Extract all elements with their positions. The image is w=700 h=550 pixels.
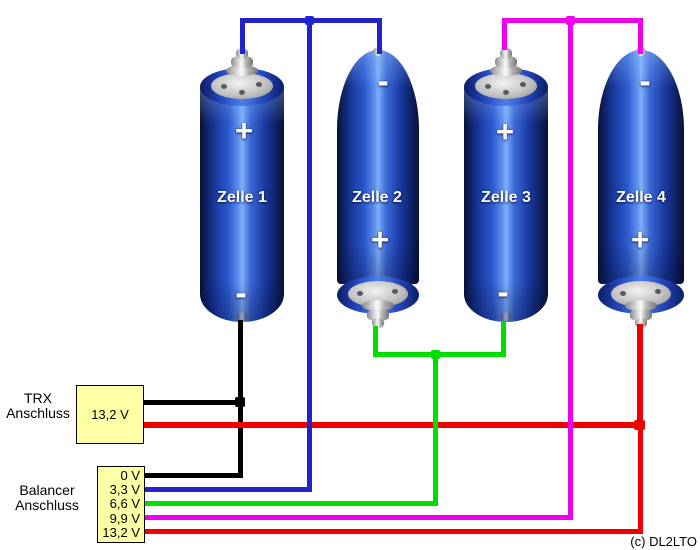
balancer-label-line1: Balancer xyxy=(19,482,75,498)
balancer-label-line2: Anschluss xyxy=(15,497,79,513)
balancer-label: Balancer Anschluss xyxy=(4,483,90,513)
positive-terminal xyxy=(500,48,512,59)
cell3-sign-top: + xyxy=(495,114,515,149)
negative-terminal xyxy=(501,312,511,321)
battery-cell-1 xyxy=(200,46,284,322)
wire-green-balancer-vertical xyxy=(433,352,438,506)
wire-black-trx xyxy=(144,400,243,405)
junction-magenta xyxy=(566,16,575,25)
wire-magenta-balancer-vertical xyxy=(568,18,573,520)
cell-body xyxy=(464,86,548,322)
negative-terminal xyxy=(237,312,247,321)
balancer-tap-13v2: 13,2 V xyxy=(102,524,140,540)
balancer-tap-9v9: 9,9 V xyxy=(109,510,140,526)
wire-green-cell2-positive xyxy=(373,326,378,357)
wire-red-trx xyxy=(144,422,643,428)
balancer-tap-3v3: 3,3 V xyxy=(109,482,140,498)
cell4-sign-bottom: + xyxy=(630,222,650,257)
battery-cell-2 xyxy=(337,47,419,328)
wire-blue-cell2-negative xyxy=(377,18,382,54)
wire-black-balancer-0v xyxy=(144,473,243,478)
terminal-screw xyxy=(362,300,394,311)
trx-label-line1: TRX xyxy=(24,390,52,406)
trx-label-line2: Anschluss xyxy=(6,405,70,421)
wire-red-cell4-positive xyxy=(637,324,643,424)
wire-green-cell3-negative xyxy=(501,321,506,357)
trx-label: TRX Anschluss xyxy=(2,391,74,421)
wire-magenta-balancer-9v9 xyxy=(144,515,573,520)
cell-body xyxy=(200,86,284,322)
junction-blue xyxy=(305,16,314,25)
cell-body xyxy=(598,50,684,284)
cell2-label: Zelle 2 xyxy=(352,189,402,206)
trx-box: 13,2 V xyxy=(76,385,144,444)
wire-magenta-cell3-positive xyxy=(502,18,507,50)
cell3-sign-bottom: - xyxy=(497,273,509,312)
battery-cell-3 xyxy=(464,46,548,322)
copyright-text: (c) DL2LTO xyxy=(630,534,697,549)
terminal-screw xyxy=(490,65,522,76)
wire-red-balancer-13v2 xyxy=(144,529,643,534)
cell1-sign-top: + xyxy=(234,113,254,148)
wire-blue-cell1-positive xyxy=(240,18,245,54)
trx-voltage: 13,2 V xyxy=(91,407,129,422)
cell4-label: Zelle 4 xyxy=(616,189,666,206)
positive-terminal xyxy=(635,318,647,328)
balancer-tap-0v: 0 V xyxy=(120,468,140,484)
cell2-sign-top: - xyxy=(377,62,389,101)
cell1-label: Zelle 1 xyxy=(217,189,267,206)
junction-red xyxy=(634,420,645,430)
balancer-box: 0 V 3,3 V 6,6 V 9,9 V 13,2 V xyxy=(97,466,145,543)
terminal-screw xyxy=(625,300,657,311)
battery-cell-4 xyxy=(598,47,684,328)
wire-blue-balancer-vertical xyxy=(307,18,312,492)
cell1-sign-bottom: - xyxy=(235,274,247,313)
wire-red-balancer-vertical xyxy=(638,428,643,534)
positive-terminal xyxy=(372,318,384,328)
junction-black xyxy=(235,397,245,407)
cell-body xyxy=(337,50,419,284)
junction-green xyxy=(431,350,440,359)
wire-magenta-cell4-negative xyxy=(638,18,643,54)
cell4-sign-top: - xyxy=(639,62,651,101)
wire-green-balancer-6v6 xyxy=(144,501,438,506)
balancer-tap-6v6: 6,6 V xyxy=(109,496,140,512)
cell-top-plate xyxy=(475,73,537,99)
wire-blue-balancer-3v3 xyxy=(144,487,312,492)
cell2-sign-bottom: + xyxy=(370,222,390,257)
cell3-label: Zelle 3 xyxy=(481,189,531,206)
cell-top-plate xyxy=(211,73,273,99)
terminal-screw xyxy=(226,65,258,76)
